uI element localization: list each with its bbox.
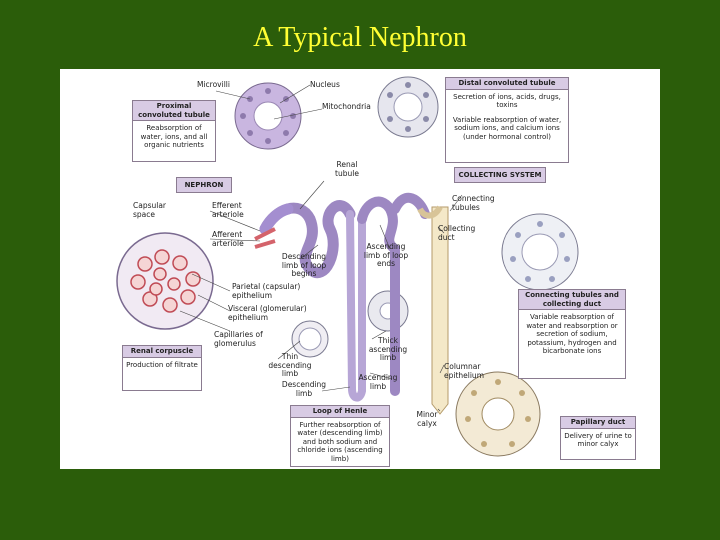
label-thin-descending-limb: Thin descending limb — [268, 352, 312, 378]
connecting-tubules-body: Variable reabsorption of water and reabs… — [526, 313, 618, 355]
label-thick-ascending-limb: Thick ascending limb — [368, 336, 408, 362]
label-parietal-epithelium: Parietal (capsular) epithelium — [232, 282, 301, 300]
label-capsular-space: Capsular space — [133, 201, 167, 219]
label-capillaries-of-glomerulus: Capillaries of glomerulus — [214, 330, 263, 348]
label-nucleus: Nucleus — [310, 80, 340, 89]
papillary-duct-heading: Papillary duct — [561, 417, 635, 429]
label-connecting-tubules: Connecting tubules — [452, 194, 495, 212]
label-ascending-limb: Ascending limb — [358, 373, 398, 391]
label-descending-limb: Descending limb — [281, 380, 327, 398]
loop-of-henle-body: Further reabsorption of water (descendin… — [297, 420, 383, 463]
proximal-tubule-heading: Proximal convoluted tubule — [133, 101, 215, 121]
label-visceral-epithelium: Visceral (glomerular) epithelium — [228, 304, 307, 322]
loop-of-henle-box: Loop of Henle Further reabsorption of wa… — [290, 405, 390, 467]
distal-tubule-box: Distal convoluted tubule Secretion of io… — [445, 77, 569, 163]
label-renal-tubule: Renal tubule — [335, 160, 359, 178]
label-descending-limb-begins: Descending limb of loop begins — [281, 252, 327, 278]
label-columnar-epithelium: Columnar epithelium — [444, 362, 484, 380]
label-collecting-duct: Collecting duct — [438, 224, 476, 242]
arterioles — [254, 227, 276, 249]
proximal-tubule-box: Proximal convoluted tubule Reabsorption … — [132, 100, 216, 162]
collecting-duct-cross-section — [501, 213, 579, 291]
thin-limb-cross-section — [291, 320, 329, 358]
nephron-tubule — [259, 192, 430, 402]
renal-corpuscle-body: Production of filtrate — [126, 360, 198, 369]
distal-tubule-body-reabsorption: Variable reabsorption of water, sodium i… — [452, 115, 562, 141]
label-mitochondria: Mitochondria — [322, 102, 371, 111]
proximal-tubule-body: Reabsorption of water, ions, and all org… — [140, 124, 208, 149]
label-afferent-arteriole: Afferent arteriole — [212, 230, 244, 248]
thick-limb-cross-section — [367, 290, 409, 332]
collecting-duct — [417, 205, 449, 415]
papillary-cross-section — [455, 371, 541, 457]
nephron-heading: NEPHRON — [176, 177, 232, 193]
glomerulus-cross-section — [116, 232, 214, 330]
slide-title: A Typical Nephron — [253, 22, 467, 53]
renal-corpuscle-box: Renal corpuscle Production of filtrate — [122, 345, 202, 391]
label-minor-calyx: Minor calyx — [416, 410, 438, 428]
loop-of-henle-heading: Loop of Henle — [291, 406, 389, 418]
papillary-duct-body: Delivery of urine to minor calyx — [564, 431, 632, 449]
renal-corpuscle-heading: Renal corpuscle — [123, 346, 201, 358]
label-microvilli: Microvilli — [197, 80, 230, 89]
distal-cross-section — [377, 76, 439, 138]
connecting-tubules-heading: Connecting tubules and collecting duct — [519, 290, 625, 310]
proximal-cross-section — [234, 82, 302, 150]
distal-tubule-heading: Distal convoluted tubule — [446, 78, 568, 90]
papillary-duct-box: Papillary duct Delivery of urine to mino… — [560, 416, 636, 460]
distal-tubule-body-secretion: Secretion of ions, acids, drugs, toxins — [453, 92, 561, 110]
leader-lines — [179, 84, 463, 412]
label-efferent-arteriole: Efferent arteriole — [212, 201, 244, 219]
connecting-tubules-box: Connecting tubules and collecting duct V… — [518, 289, 626, 379]
collecting-system-heading: COLLECTING SYSTEM — [454, 167, 546, 183]
label-ascending-limb-ends: Ascending limb of loop ends — [363, 242, 409, 268]
nephron-diagram: Proximal convoluted tubule Reabsorption … — [60, 69, 660, 469]
